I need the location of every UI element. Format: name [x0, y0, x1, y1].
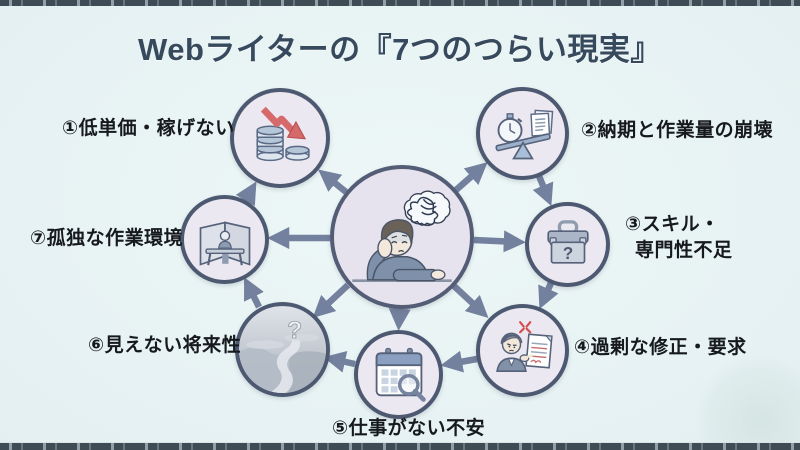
- item-circle-6: ?: [235, 302, 330, 397]
- item-circle-2: [476, 87, 569, 180]
- solitary-workspace-icon: [199, 220, 250, 266]
- item-label-2: ②納期と作業量の崩壊: [581, 120, 774, 141]
- item-label-1: ①低単価・稼げない: [62, 118, 235, 139]
- arrow-center-to-6: [312, 282, 351, 319]
- arrow-7-to-1: [235, 181, 257, 207]
- arrow-center-to-3: [473, 230, 526, 253]
- item-circle-1: [230, 88, 330, 188]
- center-node: [330, 165, 474, 309]
- calendar-search-icon: [375, 347, 426, 402]
- item-circle-5: [354, 330, 443, 419]
- money-decline-icon: [256, 106, 310, 162]
- deadline-workload-scale-icon: [494, 109, 553, 159]
- foggy-future-road-icon: ?: [239, 306, 326, 393]
- question-glyph: ?: [287, 316, 302, 343]
- anger-mark: [518, 320, 531, 333]
- arrow-3-to-4: [538, 281, 559, 310]
- arrow-2-to-3: [532, 174, 554, 207]
- item-label-4: ④過剰な修正・要求: [574, 337, 747, 358]
- question-glyph: ?: [562, 242, 572, 262]
- item-label-3-line1: ③スキル・: [625, 214, 720, 235]
- arrow-center-to-1: [318, 169, 349, 195]
- video-frame-edge-top: [0, 0, 800, 6]
- stopwatch: [497, 112, 522, 143]
- item-label-6: ⑥見えない将来性: [88, 335, 242, 356]
- page-title: Webライターの『7つのつらい現実』: [138, 32, 662, 67]
- item-circle-4: [476, 304, 569, 397]
- decline-arrow: [260, 106, 307, 140]
- video-frame-edge-bottom: [0, 442, 800, 450]
- item-circle-7: [180, 195, 269, 284]
- arrow-4-to-5: [440, 350, 478, 373]
- toolbox-question-icon: ?: [546, 219, 589, 264]
- item-label-7: ⑦孤独な作業環境: [30, 228, 184, 249]
- arrow-center-to-2: [453, 162, 488, 193]
- arrow-center-to-4: [451, 283, 489, 319]
- item-label-3: ③スキル・ 専門性不足: [625, 212, 733, 264]
- item-label-5: ⑤仕事がない不安: [332, 418, 486, 439]
- stressed-writer-icon: [352, 190, 452, 282]
- angry-client-revision-icon: [495, 320, 553, 372]
- arrow-6-to-7: [244, 277, 264, 309]
- magnifier: [397, 373, 426, 402]
- arrow-5-to-6: [323, 351, 356, 373]
- item-circle-3: ?: [525, 202, 610, 287]
- tangled-thoughts-scribble: [406, 196, 439, 226]
- item-label-3-line2: 専門性不足: [635, 240, 733, 261]
